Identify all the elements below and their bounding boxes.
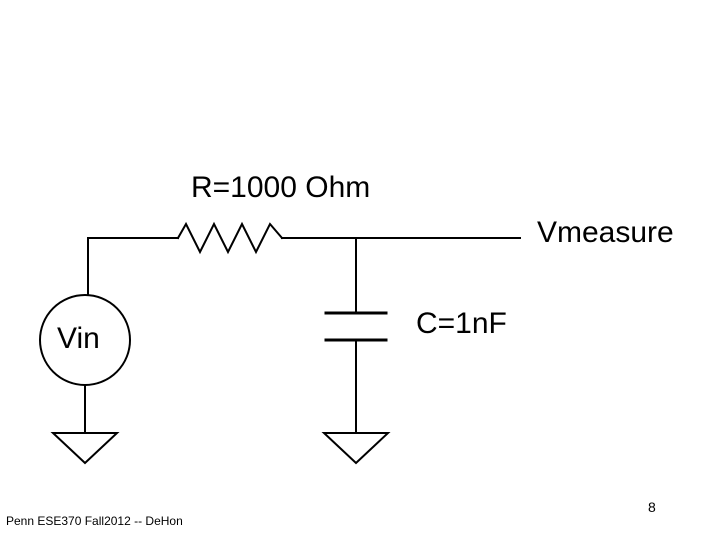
page-number: 8 — [648, 499, 656, 515]
source-label: Vin — [57, 322, 100, 355]
output-label: Vmeasure — [537, 216, 674, 249]
resistor-label: R=1000 Ohm — [191, 171, 370, 204]
resistor-symbol — [176, 221, 284, 255]
capacitor-ground-symbol — [321, 432, 391, 465]
capacitor-label: C=1nF — [416, 307, 507, 340]
footer-text: Penn ESE370 Fall2012 -- DeHon — [6, 514, 183, 528]
source-ground-symbol — [50, 432, 120, 465]
wire-source-to-resistor — [87, 237, 179, 296]
